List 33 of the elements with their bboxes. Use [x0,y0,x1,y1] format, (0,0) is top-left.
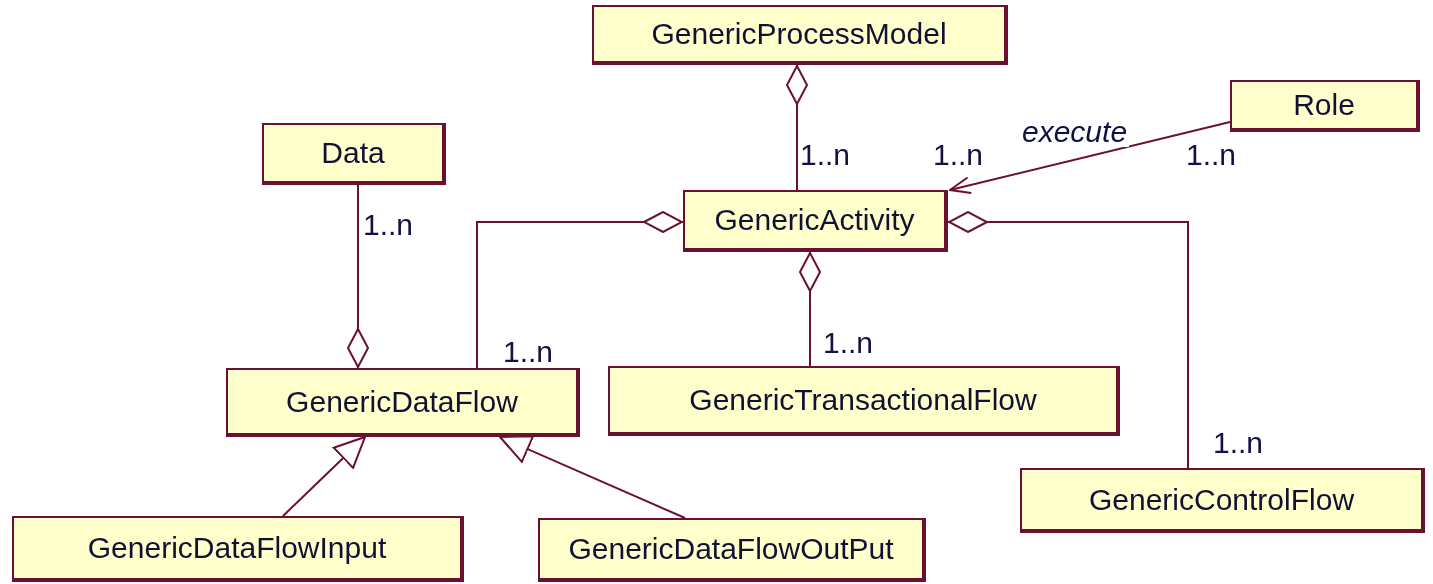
multiplicity-label: 1..n [823,328,874,358]
class-box [1020,468,1425,533]
multiplicity-label: 1..n [363,210,414,240]
class-name: GenericTransactionalFlow [689,383,1037,417]
generalization-arrow [499,435,686,519]
class-box [608,366,1120,436]
aggregation-connector [799,251,821,367]
class-box [226,368,580,437]
class-box [12,516,464,582]
association-arrow [949,121,1231,195]
class-box [262,123,446,185]
aggregation-connector [947,211,1189,469]
class-name: Data [321,136,385,170]
class-box [683,190,948,252]
class-box [538,518,926,582]
multiplicity-label: 1..n [800,140,851,170]
multiplicity-label: 1..n [503,337,554,367]
class-name: GenericDataFlowInput [87,531,387,565]
class-box [1230,80,1420,132]
multiplicity-label: 1..n [1213,428,1264,458]
multiplicity-label: 1..n [1186,140,1237,170]
multiplicity-label: 1..n [933,140,984,170]
class-box [592,5,1008,65]
class-name: GenericControlFlow [1088,482,1355,517]
aggregation-connector [786,64,808,191]
class-name: GenericProcessModel [651,17,947,51]
aggregation-connector [476,211,684,369]
aggregation-connector [347,184,369,369]
generalization-arrow [282,436,366,517]
class-name: GenericDataFlowOutPut [568,532,894,566]
class-name: Role [1293,88,1355,122]
class-name: GenericActivity [714,203,915,237]
class-name: GenericDataFlow [286,384,518,419]
